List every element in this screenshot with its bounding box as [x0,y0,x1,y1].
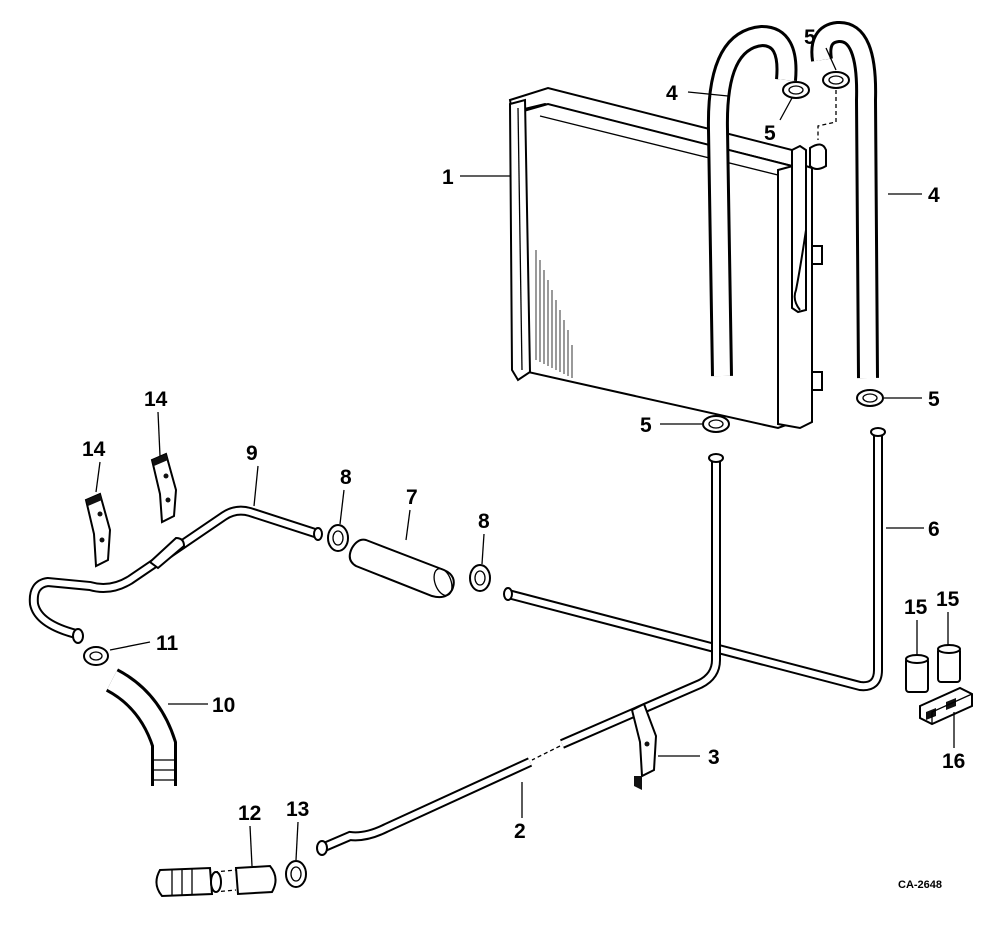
label-15-right: 15 [936,588,960,611]
label-5-top: 5 [804,26,816,49]
label-15-left: 15 [904,596,928,619]
tube-6 [503,427,886,692]
hose-12 [155,864,277,898]
label-1: 1 [442,166,454,189]
label-14-right: 14 [144,388,168,411]
hose-right-4 [810,21,879,379]
label-5-upper: 5 [764,122,776,145]
label-5-right: 5 [928,388,940,411]
label-4-left: 4 [666,82,678,105]
core-fins [535,250,573,378]
label-3: 3 [708,746,720,769]
clamp-8-left [327,524,349,552]
label-6: 6 [928,518,940,541]
grommet-15-left [905,654,929,693]
label-10: 10 [212,694,235,717]
heater-core [508,86,827,430]
bracket-16 [919,686,973,726]
clamp-5-upper-left [782,81,810,99]
label-12: 12 [238,802,261,825]
label-14-left: 14 [82,438,106,461]
tube-2 [316,453,724,856]
label-8-left: 8 [340,466,352,489]
grommet-15-right [937,644,961,683]
bracket-3 [630,702,658,790]
clamp-5-upper-right [822,71,850,89]
label-2: 2 [514,820,526,843]
hose-left-4 [706,24,798,377]
leader-lines [95,47,955,867]
label-11: 11 [156,632,179,655]
part-labels: 1 4 4 5 5 5 5 6 7 8 8 9 14 14 11 10 12 1… [82,26,965,891]
hose-7 [348,538,455,599]
hose-10 [105,668,177,786]
label-16: 16 [942,750,965,773]
tube-9 [28,505,323,644]
figure-code: CA-2648 [898,879,942,891]
label-13: 13 [286,798,309,821]
label-4-right: 4 [928,184,940,207]
bracket-14-right [150,452,178,524]
clamp-5-lower-right [856,389,884,407]
label-8-right: 8 [478,510,490,533]
clamp-11 [83,646,109,666]
clamp-13 [285,860,307,888]
label-7: 7 [406,486,418,509]
bracket-14-left [84,492,112,568]
clamp-8-right [469,564,491,592]
clamp-5-lower-left [702,415,730,433]
label-5-left: 5 [640,414,652,437]
label-9: 9 [246,442,258,465]
